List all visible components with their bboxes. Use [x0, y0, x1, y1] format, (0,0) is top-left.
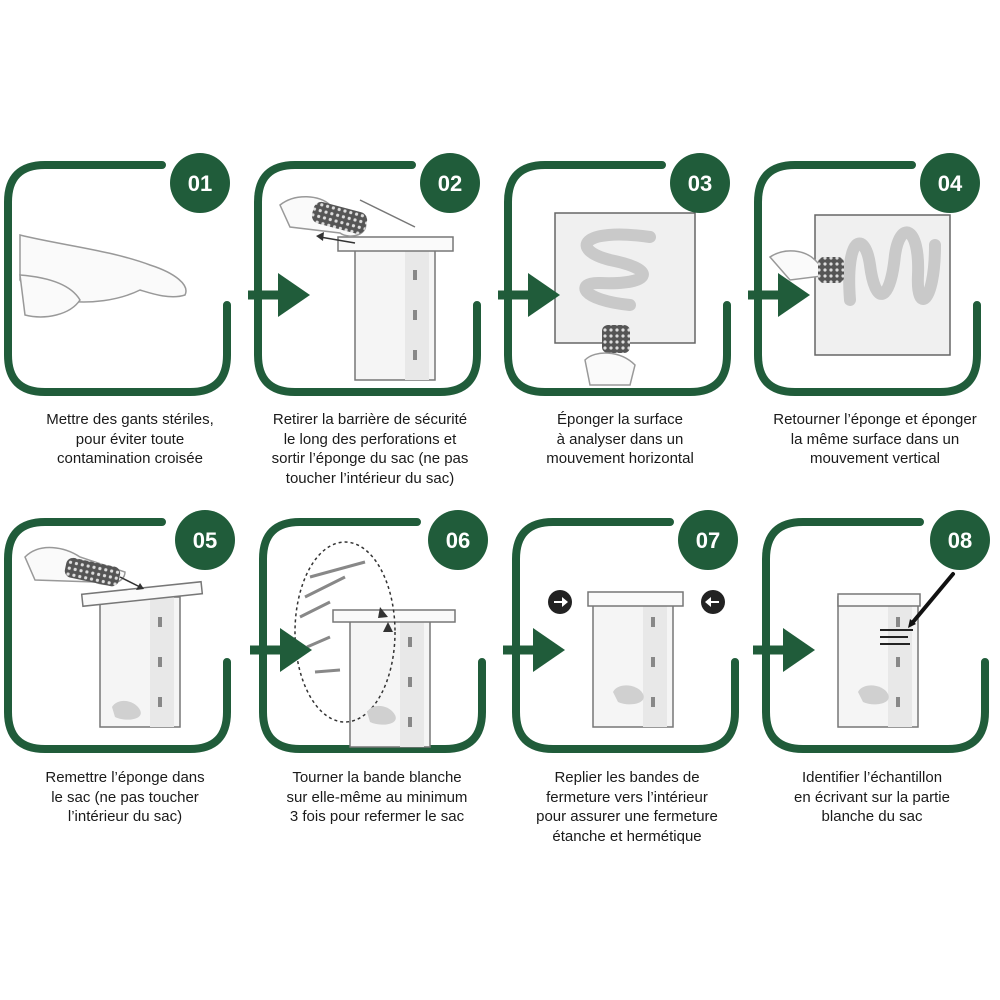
- step-card-08: [766, 522, 985, 749]
- step-card-05: [8, 522, 227, 749]
- step-caption-01: Mettre des gants stériles, pour éviter t…: [46, 411, 214, 467]
- gloves-icon: [19, 234, 187, 318]
- step-caption-06: Tourner la bande blanche sur elle-même a…: [286, 769, 468, 825]
- step-badge-05: 05: [175, 510, 235, 570]
- step-caption-03: Éponger la surface à analyser dans un mo…: [546, 411, 694, 467]
- step-badge-07: 07: [678, 510, 738, 570]
- step-number-03: 03: [688, 171, 712, 196]
- step-card-04: [758, 165, 977, 392]
- fold-tabs-icon: [548, 590, 725, 728]
- step-number-05: 05: [193, 528, 217, 553]
- roll-band-icon: [294, 541, 456, 748]
- step-number-07: 07: [696, 528, 720, 553]
- step-number-08: 08: [948, 528, 972, 553]
- step-number-06: 06: [446, 528, 470, 553]
- vertical-swab-icon: [768, 214, 951, 356]
- step-caption-08: Identifier l’échantillon en écrivant sur…: [794, 769, 950, 825]
- push-right-arrow-icon: [701, 590, 725, 614]
- step-caption-05: Remettre l’éponge dans le sac (ne pas to…: [45, 769, 205, 825]
- open-bag-icon: [279, 196, 454, 381]
- step-badge-01: 01: [170, 153, 230, 213]
- step-badge-03: 03: [670, 153, 730, 213]
- step-badge-04: 04: [920, 153, 980, 213]
- step-number-01: 01: [188, 171, 212, 196]
- step-caption-02: Retirer la barrière de sécurité le long …: [271, 411, 469, 487]
- write-label-icon: [837, 572, 955, 728]
- step-badge-08: 08: [930, 510, 990, 570]
- return-sponge-icon: [24, 546, 204, 728]
- step-card-03: [508, 165, 727, 392]
- step-card-06: [263, 522, 482, 749]
- step-card-02: [258, 165, 477, 392]
- step-card-07: [516, 522, 735, 749]
- horizontal-swab-icon: [554, 212, 696, 386]
- step-badge-02: 02: [420, 153, 480, 213]
- step-card-01: [8, 165, 227, 392]
- step-number-02: 02: [438, 171, 462, 196]
- step-number-04: 04: [938, 171, 963, 196]
- push-left-arrow-icon: [548, 590, 572, 614]
- step-badge-06: 06: [428, 510, 488, 570]
- step-caption-07: Replier les bandes de fermeture vers l’i…: [536, 769, 718, 845]
- step-caption-04: Retourner l’éponge et éponger la même su…: [773, 411, 977, 467]
